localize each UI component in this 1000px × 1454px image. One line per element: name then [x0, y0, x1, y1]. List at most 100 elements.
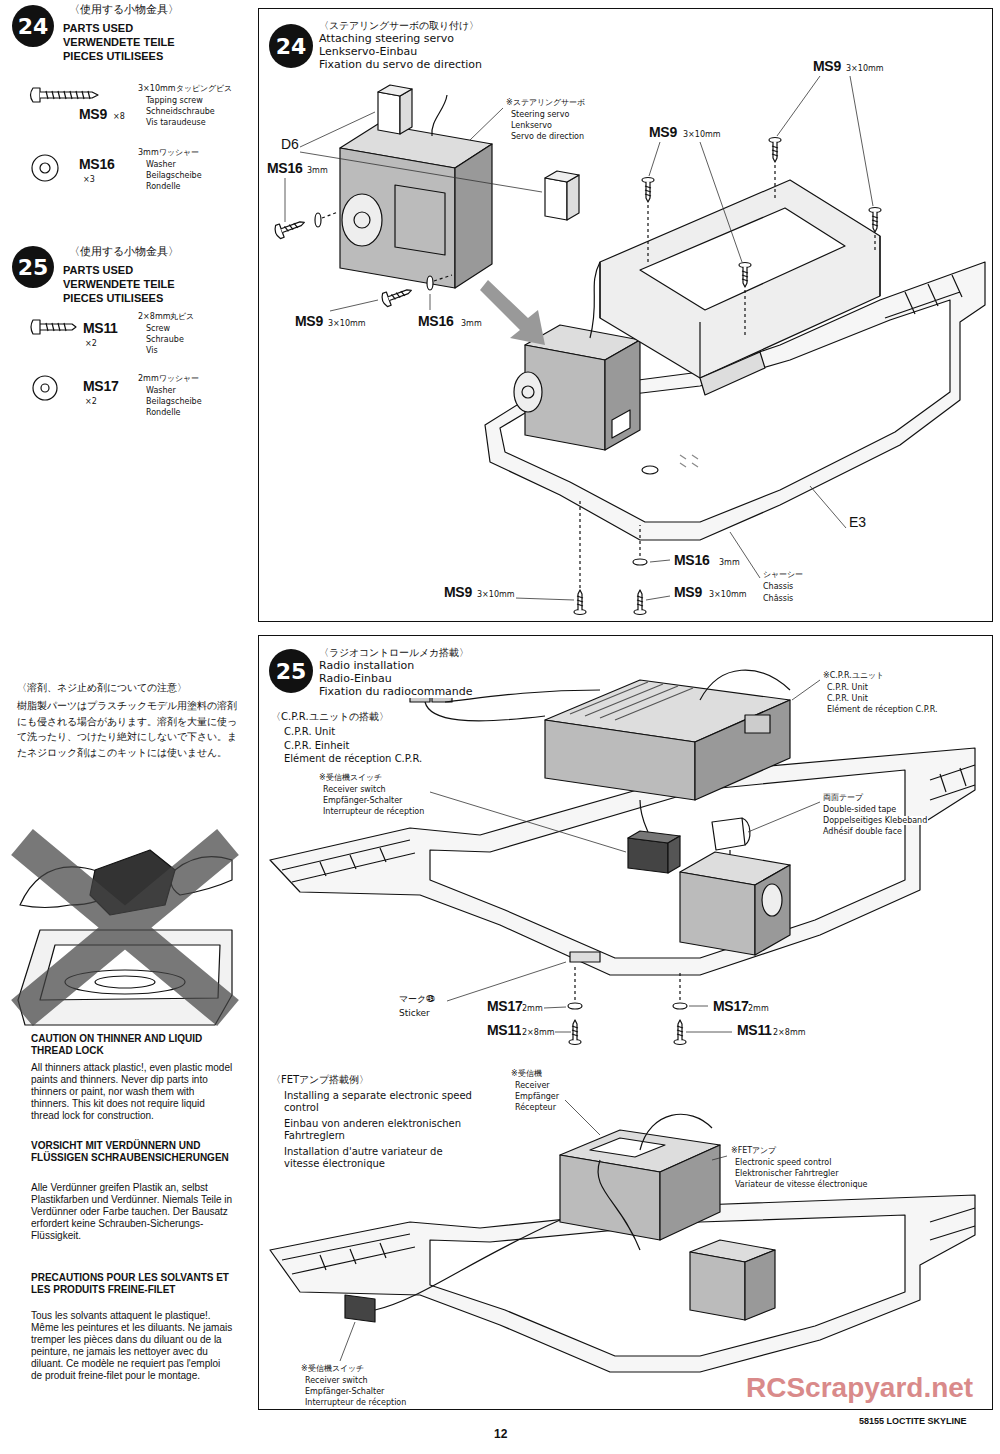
step-number-text: 25 [276, 659, 307, 684]
heading: VORSICHT MIT VERDÜNNERN UND FLÜSSIGEN SC… [30, 1140, 230, 1163]
annotation: Lenkservo [510, 121, 553, 130]
annotation: Tapping screw [145, 96, 204, 105]
annotation: 2mmワッシャー [137, 374, 200, 383]
part-code: MS11 [736, 1022, 773, 1038]
annotation: Rondelle [145, 408, 182, 417]
annotation: ×3 [82, 175, 96, 184]
annotation: 3×10mm [845, 64, 885, 73]
annotation: Installing a separate electronic speed c… [283, 1090, 473, 1113]
annotation: Interrupteur de réception [322, 807, 425, 816]
annotation: ※C.P.R.ユニット [822, 671, 885, 680]
annotation: Servo de direction [510, 132, 585, 141]
part-code: MS9 [78, 106, 108, 122]
annotation: 3×10mmタッピングビス [137, 84, 233, 93]
annotation: 〈溶剤、ネジ止め剤についての注意〉 [16, 682, 188, 694]
annotation: 両面テープ [822, 793, 864, 802]
heading: PARTS USED [62, 22, 134, 35]
annotation: Empfänger-Schalter [322, 796, 403, 805]
step-number: 25 [269, 649, 313, 693]
annotation: Récepteur [514, 1103, 557, 1112]
part-code: MS9 [673, 584, 703, 600]
step-number: 24 [12, 5, 54, 47]
annotation: Elément de réception C.P.R. [826, 705, 939, 714]
annotation: Adhésif double face [822, 827, 903, 836]
annotation: シャーシー [762, 570, 804, 579]
annotation: Receiver switch [322, 785, 387, 794]
heading: PRECAUTIONS POUR LES SOLVANTS ET LES PRO… [30, 1272, 230, 1295]
body-text: Tous les solvants attaquent le plastique… [30, 1310, 235, 1382]
annotation: Double-sided tape [822, 805, 897, 814]
annotation: マーク㊾ [398, 994, 436, 1004]
annotation: Einbau von anderen elektronischen Fahrtr… [283, 1118, 473, 1141]
annotation: 3×10mm [327, 319, 367, 328]
annotation: Sticker [398, 1008, 431, 1018]
annotation: C.P.R. Unit [283, 726, 336, 738]
heading-text: Radio-Einbau [319, 672, 473, 685]
annotation: Chassis [762, 582, 794, 591]
annotation: C.P.R. Einheit [283, 740, 350, 752]
page-number: 12 [493, 1428, 508, 1442]
annotation: ※ステアリングサーボ [505, 98, 586, 107]
panel-heading: 〈ラジオコントロールメカ搭載〉Radio installationRadio-E… [319, 646, 473, 698]
watermark: RCScrapyard.net [745, 1372, 974, 1404]
annotation: Vis [145, 346, 159, 355]
annotation: ※受信機 [510, 1069, 543, 1078]
heading-text: Radio installation [319, 659, 473, 672]
annotation: 3mmワッシャー [137, 148, 200, 157]
heading: VERWENDETE TEILE [62, 36, 176, 49]
annotation: ※受信機スイッチ [300, 1364, 365, 1373]
annotation: ×2 [84, 339, 98, 348]
part-code: MS11 [82, 320, 119, 336]
annotation: Beilagscheibe [145, 397, 203, 406]
annotation: Empfänger [514, 1092, 560, 1101]
annotation: 3mm [306, 166, 329, 175]
part-code: MS11 [486, 1022, 523, 1038]
part-code: MS9 [648, 124, 678, 140]
annotation: 3mm [718, 558, 741, 567]
part-code: MS16 [673, 552, 710, 568]
part-letter: D6 [280, 136, 300, 152]
annotation: Schneidschraube [145, 107, 216, 116]
part-code: MS17 [712, 998, 749, 1014]
part-letter: E3 [848, 514, 867, 530]
annotation: ※受信機スイッチ [318, 773, 383, 782]
annotation: Receiver switch [304, 1376, 369, 1385]
annotation: 3mm [460, 319, 483, 328]
heading: 58155 LOCTITE SKYLINE [858, 1416, 968, 1426]
annotation: ×8 [112, 112, 126, 121]
annotation: Screw [145, 324, 171, 333]
heading: PARTS USED [62, 264, 134, 277]
annotation: Rondelle [145, 182, 182, 191]
heading: PIECES UTILISEES [62, 50, 164, 63]
annotation: Châssis [762, 594, 794, 603]
annotation: Variateur de vitesse électronique [734, 1180, 868, 1189]
body-text: All thinners attack plastic!, even plast… [30, 1062, 235, 1122]
part-code: MS17 [82, 378, 119, 394]
step-panel: 〈ステアリングサーボの取り付け〉Attaching steering servo… [258, 8, 993, 622]
annotation: 〈使用する小物金具〉 [68, 4, 180, 17]
annotation: Receiver [514, 1081, 551, 1090]
part-code: MS9 [443, 584, 473, 600]
annotation: 3×10mm [708, 590, 748, 599]
annotation: Washer [145, 386, 177, 395]
panel-heading: 〈ステアリングサーボの取り付け〉Attaching steering servo… [319, 19, 482, 71]
annotation: Doppelseitiges Klebeband [822, 816, 928, 825]
annotation: ×2 [84, 397, 98, 406]
step-number: 25 [12, 246, 54, 288]
step-number-text: 24 [276, 34, 307, 59]
part-code: MS16 [78, 156, 115, 172]
annotation: Vis taraudeuse [145, 118, 207, 127]
annotation: Beilagscheibe [145, 171, 203, 180]
annotation: 2mm [521, 1004, 544, 1013]
heading-text: Lenkservo-Einbau [319, 45, 482, 58]
annotation: 3×10mm [476, 590, 516, 599]
annotation: 2×8mm [772, 1028, 806, 1037]
annotation: 〈使用する小物金具〉 [68, 246, 180, 259]
annotation: 〈C.P.R.ユニットの搭載〉 [270, 711, 390, 723]
annotation: 2mm [747, 1004, 770, 1013]
step-number-text: 25 [18, 255, 49, 280]
step-number: 24 [269, 24, 313, 68]
heading-text: Fixation du servo de direction [319, 58, 482, 71]
annotation: Installation d'autre variateur de vitess… [283, 1146, 473, 1169]
